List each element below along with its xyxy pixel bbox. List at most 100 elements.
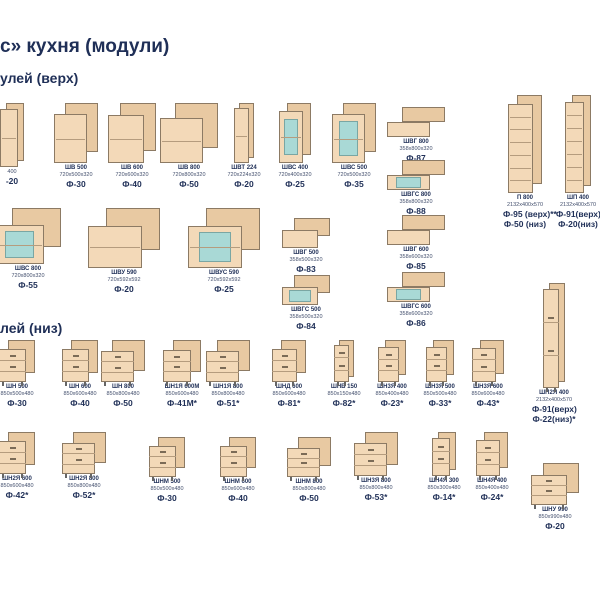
- cabinet-illustration: [476, 432, 508, 480]
- module-facade-code: Ф-85: [406, 261, 426, 271]
- cabinet-illustration: [279, 103, 311, 163]
- module-facade-code: Ф-51*: [216, 398, 240, 408]
- module-facade-code: Ф-24*: [480, 492, 504, 502]
- module-name: ШВГ 500: [293, 250, 319, 256]
- module-dimensions: 720x592x592: [107, 277, 141, 283]
- module-dimensions: 850x800x480: [292, 486, 326, 492]
- module-dimensions: 358x600x320: [399, 254, 433, 260]
- module-facade-code: Ф-40: [122, 179, 142, 189]
- cabinet-illustration: [272, 340, 306, 386]
- module-name: ШНМ 800: [295, 479, 323, 485]
- cabinet-illustration: [282, 275, 330, 305]
- module-facade-code: Ф-88: [406, 206, 426, 216]
- module-dimensions: 720x224x320: [227, 172, 261, 178]
- module-facade-code: Ф-20: [545, 521, 565, 531]
- section-upper-title: улей (верх): [0, 70, 79, 86]
- module-dimensions: 358x500x320: [289, 314, 323, 320]
- module-facade-code: Ф-95 (верх)**: [503, 209, 557, 219]
- module-name: ШН3Я 400: [377, 384, 407, 390]
- module-name: ШВС 800: [14, 266, 42, 272]
- cabinet-illustration: [426, 340, 454, 386]
- cabinet-illustration: [206, 340, 250, 386]
- module-name: ШН2Я 800: [69, 476, 99, 482]
- module-dimensions: 2132x400x570: [559, 202, 597, 208]
- module-name: ШВ 600: [120, 165, 144, 171]
- cabinet-illustration: [0, 432, 35, 478]
- module-dimensions: 850x990x480: [538, 514, 572, 520]
- module-facade-code: Ф-50: [299, 493, 319, 503]
- cabinet-illustration: [0, 208, 61, 264]
- module-facade-code: Ф-53*: [364, 492, 388, 502]
- cabinet-illustration: [149, 437, 185, 481]
- module-dimensions: 400: [7, 169, 17, 175]
- cabinet-illustration: [565, 95, 591, 193]
- module-name: ШНМ 600: [224, 479, 252, 485]
- module-name: ШН 800: [111, 384, 135, 390]
- cabinet-illustration: [0, 103, 24, 167]
- module-dimensions: 720x500x320: [59, 172, 93, 178]
- module-facade-code: Ф-25: [214, 284, 234, 294]
- module-facade-code: Ф-35: [344, 179, 364, 189]
- module-facade-code: Ф-40: [70, 398, 90, 408]
- cabinet-illustration: [54, 103, 98, 163]
- cabinet-illustration: [387, 215, 445, 245]
- module-facade-code: Ф-84: [296, 321, 316, 331]
- module-facade-code: Ф-20: [114, 284, 134, 294]
- module-dimensions: 850x600x480: [63, 391, 97, 397]
- cabinet-illustration: [387, 272, 445, 302]
- module-dimensions: 850x800x480: [106, 391, 140, 397]
- module-name: ШВГ 800: [403, 139, 429, 145]
- module-facade-code-secondary: Ф-22(низ)*: [532, 414, 576, 424]
- module-facade-code: Ф-91(верх): [532, 404, 577, 414]
- cabinet-illustration: [108, 103, 156, 163]
- module-dimensions: 850x600x480: [165, 391, 199, 397]
- module-facade-code: Ф-82*: [332, 398, 356, 408]
- module-name: ШНБ 150: [330, 384, 358, 390]
- module-dimensions: 720x800x320: [11, 273, 45, 279]
- cabinet-illustration: [354, 432, 398, 480]
- module-facade-code: Ф-30: [7, 398, 27, 408]
- cabinet-illustration: [62, 340, 98, 386]
- module-dimensions: 850x600x480: [221, 486, 255, 492]
- module-dimensions: 850x400x480: [375, 391, 409, 397]
- cabinet-illustration: [220, 437, 256, 481]
- module-dimensions: 720x600x320: [115, 172, 149, 178]
- module-dimensions: 720x592x592: [207, 277, 241, 283]
- module-dimensions: 850x500x480: [423, 391, 457, 397]
- module-name: ШВУ 590: [111, 270, 137, 276]
- module-dimensions: 2132x400x570: [506, 202, 544, 208]
- module-name: ШН 500: [5, 384, 29, 390]
- module-dimensions: 850x800x480: [211, 391, 245, 397]
- cabinet-illustration: [531, 463, 579, 509]
- module-name: ШВ 800: [177, 165, 201, 171]
- module-facade-code: Ф-50: [179, 179, 199, 189]
- module-name: ШП 400: [566, 195, 590, 201]
- cabinet-illustration: [432, 432, 456, 480]
- page-title: с» кухня (модули): [0, 36, 170, 57]
- module-name: П 800: [517, 195, 533, 201]
- cabinet-illustration: [62, 432, 106, 478]
- module-name: ШНМ 500: [153, 479, 181, 485]
- cabinet-illustration: [378, 340, 406, 386]
- module-facade-code: Ф-52*: [72, 490, 96, 500]
